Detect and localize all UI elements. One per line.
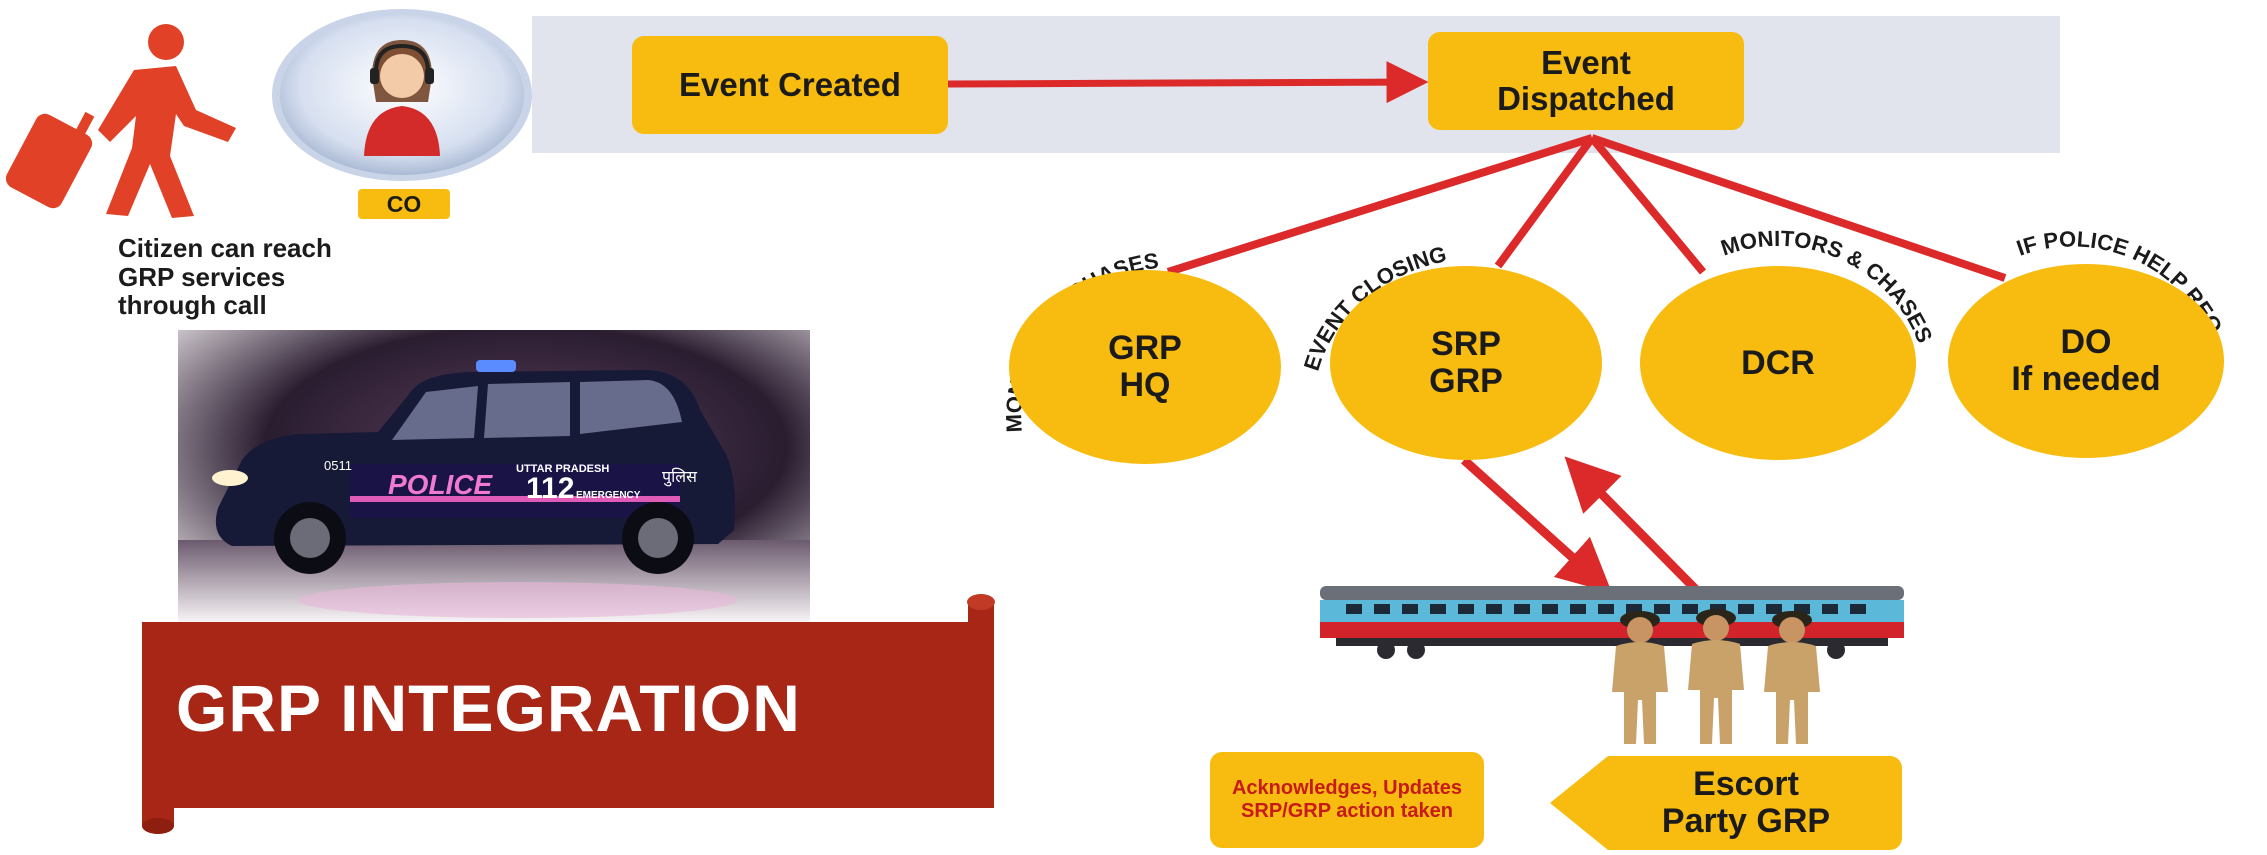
ack-line1: Acknowledges, Updates bbox=[1231, 777, 1463, 799]
line-dispatched-to-srp bbox=[1494, 135, 1596, 269]
banner-title: GRP INTEGRATION bbox=[176, 671, 801, 745]
car-emergency-number: 112 bbox=[526, 472, 574, 505]
escort-party-box: Escort Party GRP bbox=[1550, 756, 1902, 850]
arrow-srp-to-train bbox=[1460, 456, 1613, 594]
call-operator-icon bbox=[272, 9, 532, 181]
train-coach-icon bbox=[1320, 586, 1904, 659]
acknowledgement-box: Acknowledges, Updates SRP/GRP action tak… bbox=[1210, 752, 1484, 848]
citizen-text: Citizen can reach GRP services through c… bbox=[118, 234, 438, 320]
event-dispatched-box: Event Dispatched bbox=[1428, 32, 1744, 130]
node-grp-hq-line2: HQ bbox=[1119, 366, 1171, 404]
car-hindi-text: पुलिस bbox=[662, 467, 698, 487]
escort-line2: Party GRP bbox=[1661, 802, 1831, 840]
police-car-image: POLICE UTTAR PRADESH 112 EMERGENCY पुलिस… bbox=[178, 330, 810, 622]
node-srp-grp: SRP GRP bbox=[1330, 266, 1602, 460]
citizen-text-line2: GRP services bbox=[118, 261, 286, 292]
event-created-box: Event Created bbox=[632, 36, 948, 134]
citizen-text-line3: through call bbox=[118, 290, 267, 321]
node-dcr: DCR bbox=[1640, 266, 1916, 460]
line-dispatched-to-grphq bbox=[1166, 134, 1594, 276]
node-dcr-label: DCR bbox=[1741, 343, 1815, 382]
car-number-text: 0511 bbox=[324, 458, 352, 473]
node-do-line1: DO bbox=[2060, 323, 2112, 362]
escort-line1: Escort bbox=[1693, 765, 1799, 804]
ack-line2: SRP/GRP action taken bbox=[1241, 800, 1453, 822]
title-banner bbox=[142, 594, 995, 834]
co-label: CO bbox=[358, 189, 450, 219]
node-srp-grp-line2: GRP bbox=[1429, 362, 1503, 400]
escort-officers-icon bbox=[1612, 609, 1820, 744]
line-dispatched-to-dcr bbox=[1588, 135, 1707, 275]
node-grp-hq: GRP HQ bbox=[1009, 270, 1281, 464]
node-grp-hq-line1: GRP bbox=[1108, 329, 1182, 368]
node-do: DO If needed bbox=[1948, 264, 2224, 458]
event-dispatched-line2: Dispatched bbox=[1497, 80, 1675, 117]
car-state-text: UTTAR PRADESH bbox=[516, 463, 609, 475]
node-srp-grp-line1: SRP bbox=[1431, 325, 1501, 364]
node-do-line2: If needed bbox=[2011, 360, 2161, 398]
line-dispatched-to-do bbox=[1590, 134, 2007, 282]
car-police-text: POLICE bbox=[388, 469, 494, 500]
event-created-label: Event Created bbox=[679, 66, 901, 104]
traveler-icon bbox=[6, 24, 236, 218]
citizen-text-line1: Citizen can reach bbox=[118, 233, 332, 263]
car-emergency-text: EMERGENCY bbox=[576, 490, 641, 501]
event-dispatched-line1: Event bbox=[1541, 44, 1631, 82]
arrow-created-to-dispatched bbox=[947, 61, 1429, 104]
